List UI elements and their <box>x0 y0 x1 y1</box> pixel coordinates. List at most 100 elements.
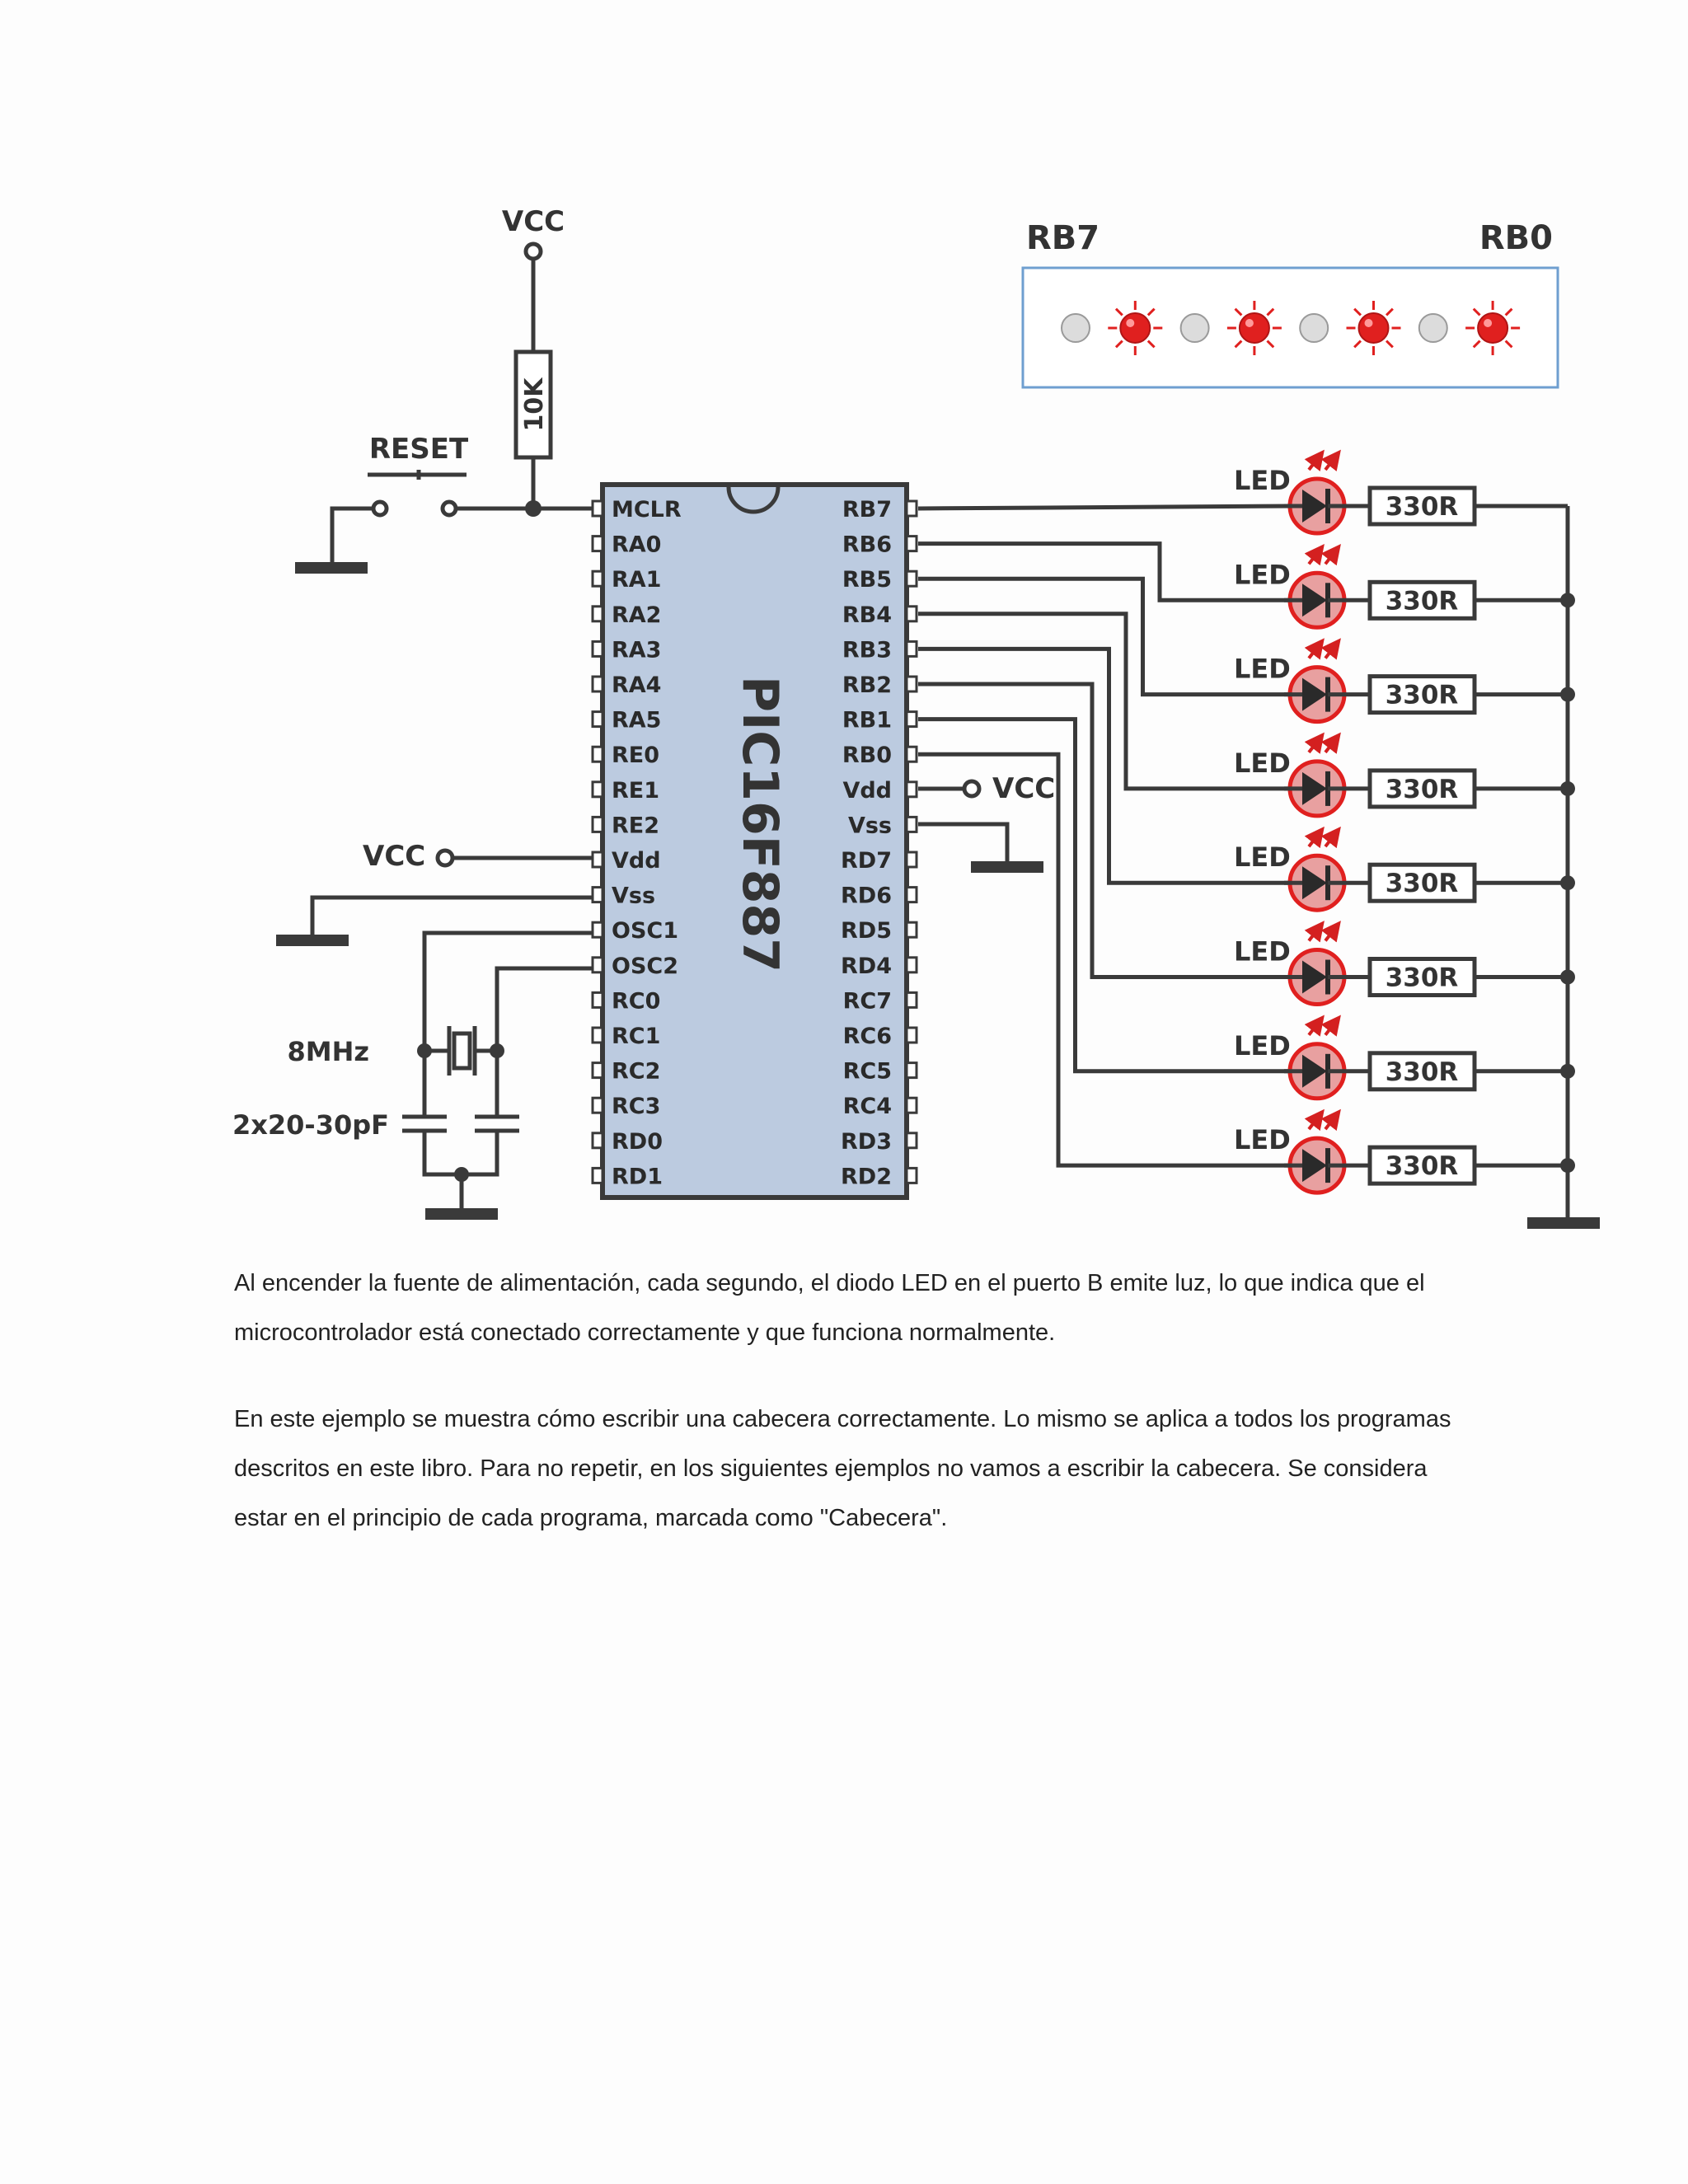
right-pin-label: RD5 <box>841 918 892 944</box>
led-resistor-label: 330R <box>1386 775 1459 804</box>
panel-led-off <box>1179 313 1210 343</box>
left-pin-label: Vss <box>612 883 655 909</box>
led-label: LED <box>1234 654 1291 685</box>
chip-pin-stub <box>905 921 918 939</box>
right-pin-label: RB7 <box>842 497 892 523</box>
led-panel: RB7 RB0 <box>1021 219 1559 389</box>
left-pin-label: RE0 <box>612 743 659 768</box>
panel-led-off <box>1299 313 1329 343</box>
chip-pin-stub <box>591 675 604 693</box>
left-pin-label: MCLR <box>612 497 682 523</box>
led-resistor-label: 330R <box>1386 963 1459 993</box>
chip-pin-stub <box>591 605 604 623</box>
chip-pin-stub <box>591 815 604 833</box>
pullup-section: VCC 10K <box>502 205 565 517</box>
right-pin-label: RC6 <box>843 1024 892 1049</box>
left-pin-label: OSC1 <box>612 918 678 944</box>
chip-pin-stub <box>905 1026 918 1044</box>
reset-label: RESET <box>369 433 469 466</box>
led-resistor <box>1367 862 1477 903</box>
led-resistor <box>1367 1145 1477 1186</box>
paragraph-led-behavior: Al encender la fuente de alimentación, c… <box>234 1270 1425 1346</box>
led-resistor-label: 330R <box>1386 492 1459 522</box>
chip-pin-stub <box>905 710 918 729</box>
led-row: LED 330R <box>918 646 1575 912</box>
panel-led-off <box>1061 313 1090 343</box>
led-resistor <box>1367 768 1477 809</box>
left-pin-label: RD1 <box>612 1164 663 1189</box>
right-pin-label: RB4 <box>842 602 892 628</box>
oscillator-section: 8MHz 2x20-30pF <box>232 930 598 1220</box>
led-label: LED <box>1234 748 1291 779</box>
chip-pin-stub <box>905 1166 918 1184</box>
chip-pin-stub <box>591 1132 604 1150</box>
left-pin-label: RC0 <box>612 988 660 1014</box>
right-supply: VCC <box>918 772 1055 873</box>
vcc-label-right: VCC <box>992 772 1055 805</box>
chip-pin-stub <box>905 535 918 553</box>
right-pin-label: RB3 <box>842 637 892 663</box>
crystal-8mhz <box>452 1031 472 1071</box>
capacitor-label: 2x20-30pF <box>232 1109 389 1141</box>
chip-pin-stub <box>905 886 918 904</box>
chip-pin-stub <box>591 921 604 939</box>
led-resistor <box>1367 579 1477 621</box>
panel-label-rb7: RB7 <box>1026 219 1100 257</box>
left-supply: VCC <box>276 840 598 946</box>
left-pin-label: RA1 <box>612 567 661 593</box>
ground-symbol <box>276 935 349 946</box>
vcc-label-top: VCC <box>502 205 565 238</box>
chip-pin-stub <box>905 745 918 763</box>
panel-led-on <box>1226 301 1282 355</box>
chip-pin-stub <box>905 675 918 693</box>
led-resistor <box>1367 957 1477 997</box>
chip-pin-stub <box>591 569 604 588</box>
led-label: LED <box>1234 465 1291 496</box>
led-label: LED <box>1234 1030 1291 1062</box>
right-pin-label: RC5 <box>843 1059 892 1085</box>
reset-button-symbol: RESET <box>295 433 598 574</box>
led-row: LED 330R <box>918 612 1575 818</box>
left-pin-label: RE1 <box>612 778 659 804</box>
led-row: LED 330R <box>918 717 1575 1101</box>
panel-label-rb0: RB0 <box>1479 219 1553 257</box>
led-label: LED <box>1234 1124 1291 1155</box>
ground-symbol <box>1527 1217 1600 1229</box>
left-pin-label: RE2 <box>612 813 659 838</box>
chip-pin-stub <box>905 956 918 974</box>
right-pin-label: RD2 <box>841 1164 892 1189</box>
led-row: LED 330R <box>918 576 1575 724</box>
right-pin-column: RB7RB6RB5RB4RB3RB2RB1RB0VddVssRD7RD6RD5R… <box>841 497 918 1189</box>
led-row: LED 330R <box>917 449 1568 536</box>
left-pin-label: RA3 <box>612 637 661 663</box>
chip-pin-stub <box>905 1096 918 1114</box>
led-label: LED <box>1234 841 1291 873</box>
pic-chip: PIC16F887 MCLRRA0RA1RA2RA3RA4RA5RE0RE1RE… <box>591 482 918 1200</box>
chip-pin-stub <box>591 499 604 518</box>
chip-pin-stub <box>905 640 918 658</box>
right-pin-label: RB1 <box>842 708 892 733</box>
chip-pin-stub <box>905 1062 918 1080</box>
right-pin-label: RD6 <box>841 883 892 909</box>
led-resistor-label: 330R <box>1386 1151 1459 1181</box>
chip-pin-stub <box>591 991 604 1009</box>
led-row: LED 330R <box>918 682 1575 1006</box>
left-pin-label: RC2 <box>612 1059 660 1085</box>
left-pin-label: RC1 <box>612 1024 660 1049</box>
chip-pin-stub <box>905 815 918 833</box>
left-pin-label: RA4 <box>612 673 661 698</box>
chip-notch <box>726 486 781 514</box>
right-pin-label: Vss <box>848 813 892 838</box>
led-resistor-label: 330R <box>1386 869 1459 898</box>
right-pin-label: RD4 <box>841 954 892 979</box>
chip-pin-stub <box>905 1132 918 1150</box>
led-label: LED <box>1234 936 1291 968</box>
chip-pin-stub <box>905 780 918 799</box>
led-resistor-label: 330R <box>1386 681 1459 710</box>
right-pin-label: RD7 <box>841 848 892 874</box>
chip-pin-stub <box>591 851 604 869</box>
right-pin-label: RB2 <box>842 673 892 698</box>
right-pin-label: RC7 <box>843 988 892 1014</box>
circuit-schematic: VCC 10K RESET VCC 8MHz <box>232 205 1600 1229</box>
chip-pin-stub <box>591 886 604 904</box>
